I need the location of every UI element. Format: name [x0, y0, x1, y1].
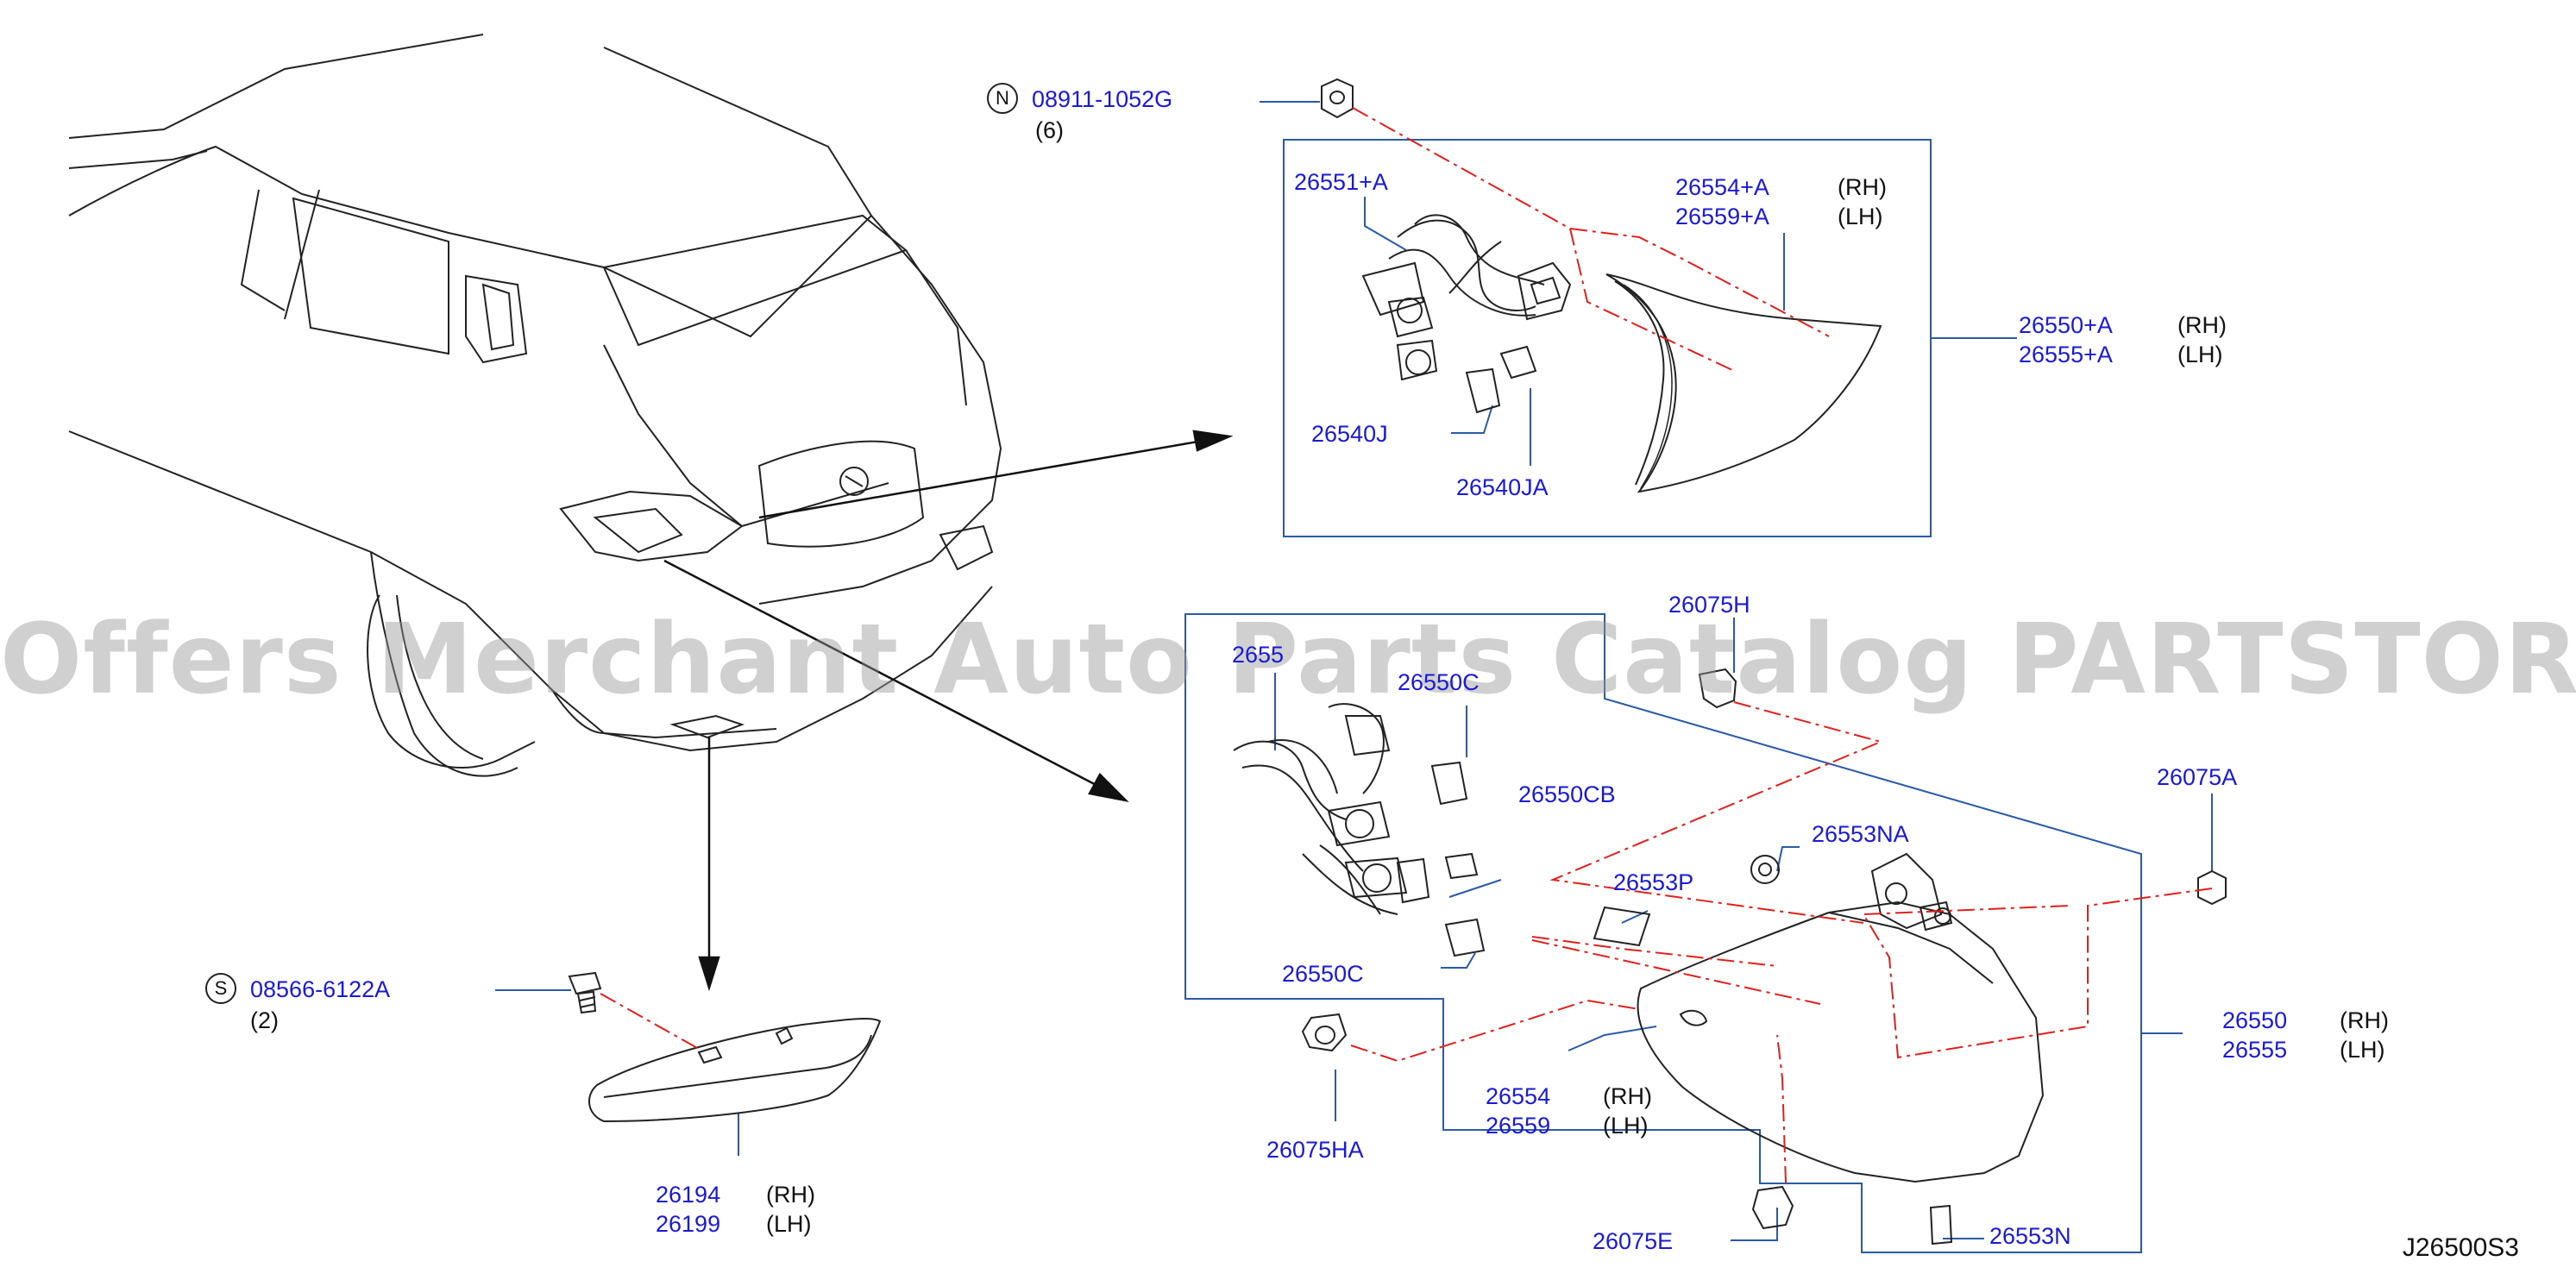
upper-lamp-rh-side: (RH)	[2177, 312, 2227, 338]
lower-lamp-rh-part[interactable]: 26550	[2222, 1007, 2288, 1033]
lower-lens-lh-part[interactable]: 26559	[1486, 1113, 1551, 1139]
lower-seal-na-part[interactable]: 26553NA	[1812, 821, 1909, 847]
lower-clip-ha-part[interactable]: 26075HA	[1266, 1137, 1364, 1163]
lower-pad-p-part[interactable]: 26553P	[1613, 869, 1694, 895]
upper-dash-lines	[1352, 107, 1830, 372]
lower-lamp-lh-part[interactable]: 26555	[2222, 1037, 2288, 1063]
upper-assembly-frame	[1283, 139, 2017, 537]
lower-clip-e-part[interactable]: 26075E	[1593, 1228, 1674, 1254]
diagram-reference-code: J26500S3	[2402, 1233, 2519, 1262]
lower-assembly-frame	[1184, 613, 2183, 1253]
nut-symbol: N	[987, 83, 1018, 114]
reflector-rh-side: (RH)	[766, 1182, 815, 1208]
upper-lens-rh-side: (RH)	[1838, 174, 1887, 200]
lower-clip-a-part[interactable]: 26075A	[2157, 764, 2238, 790]
lower-leaders	[495, 618, 2213, 1241]
upper-harness-part[interactable]: 26551+A	[1294, 169, 1388, 195]
lower-parts	[568, 668, 2227, 1245]
upper-bulb-a-part[interactable]: 26540J	[1311, 421, 1388, 447]
screw-part-number[interactable]: 08566-6122A	[250, 976, 391, 1002]
upper-lamp-rh-part[interactable]: 26550+A	[2019, 312, 2113, 338]
reflector-lh-side: (LH)	[766, 1211, 812, 1237]
lower-socket-part[interactable]: 26550C	[1398, 669, 1480, 695]
upper-lens-lh-side: (LH)	[1838, 204, 1883, 229]
upper-lens-lh-part[interactable]: 26559+A	[1675, 204, 1769, 229]
upper-lamp-lh-side: (LH)	[2177, 342, 2223, 367]
lower-lens-lh-side: (LH)	[1603, 1113, 1649, 1139]
upper-bulb-b-part[interactable]: 26540JA	[1456, 474, 1549, 500]
lower-harness-part[interactable]: 2655	[1232, 642, 1285, 668]
reflector-rh-part[interactable]: 26194	[656, 1182, 721, 1208]
watermark: Offers Merchant Auto Parts Catalog PARTS…	[0, 604, 2576, 716]
lower-lens-rh-part[interactable]: 26554	[1486, 1083, 1551, 1109]
upper-parts	[1321, 78, 1882, 493]
callout-arrows	[663, 430, 1234, 992]
lower-lens-rh-side: (RH)	[1603, 1083, 1652, 1109]
lower-lamp-lh-side: (LH)	[2340, 1037, 2385, 1063]
nut-quantity: (6)	[1035, 117, 1064, 143]
lower-lamp-rh-side: (RH)	[2340, 1007, 2389, 1033]
nut-part-number[interactable]: 08911-1052G	[1032, 86, 1173, 112]
lower-bulb-cb-part[interactable]: 26550CB	[1518, 781, 1616, 807]
upper-lens-rh-part[interactable]: 26554+A	[1675, 174, 1769, 200]
lower-clip-h-part[interactable]: 26075H	[1668, 592, 1750, 618]
lower-dash-lines	[600, 701, 2213, 1184]
screw-symbol: S	[205, 973, 236, 1004]
reflector-lh-part[interactable]: 26199	[656, 1211, 721, 1237]
upper-leaders	[1260, 101, 1785, 466]
screw-quantity: (2)	[250, 1007, 279, 1033]
lower-bulb-c-part[interactable]: 26550C	[1282, 961, 1364, 987]
vehicle-outline	[68, 34, 1002, 777]
lower-pad-n-part[interactable]: 26553N	[1989, 1223, 2071, 1249]
upper-lamp-lh-part[interactable]: 26555+A	[2019, 342, 2113, 367]
